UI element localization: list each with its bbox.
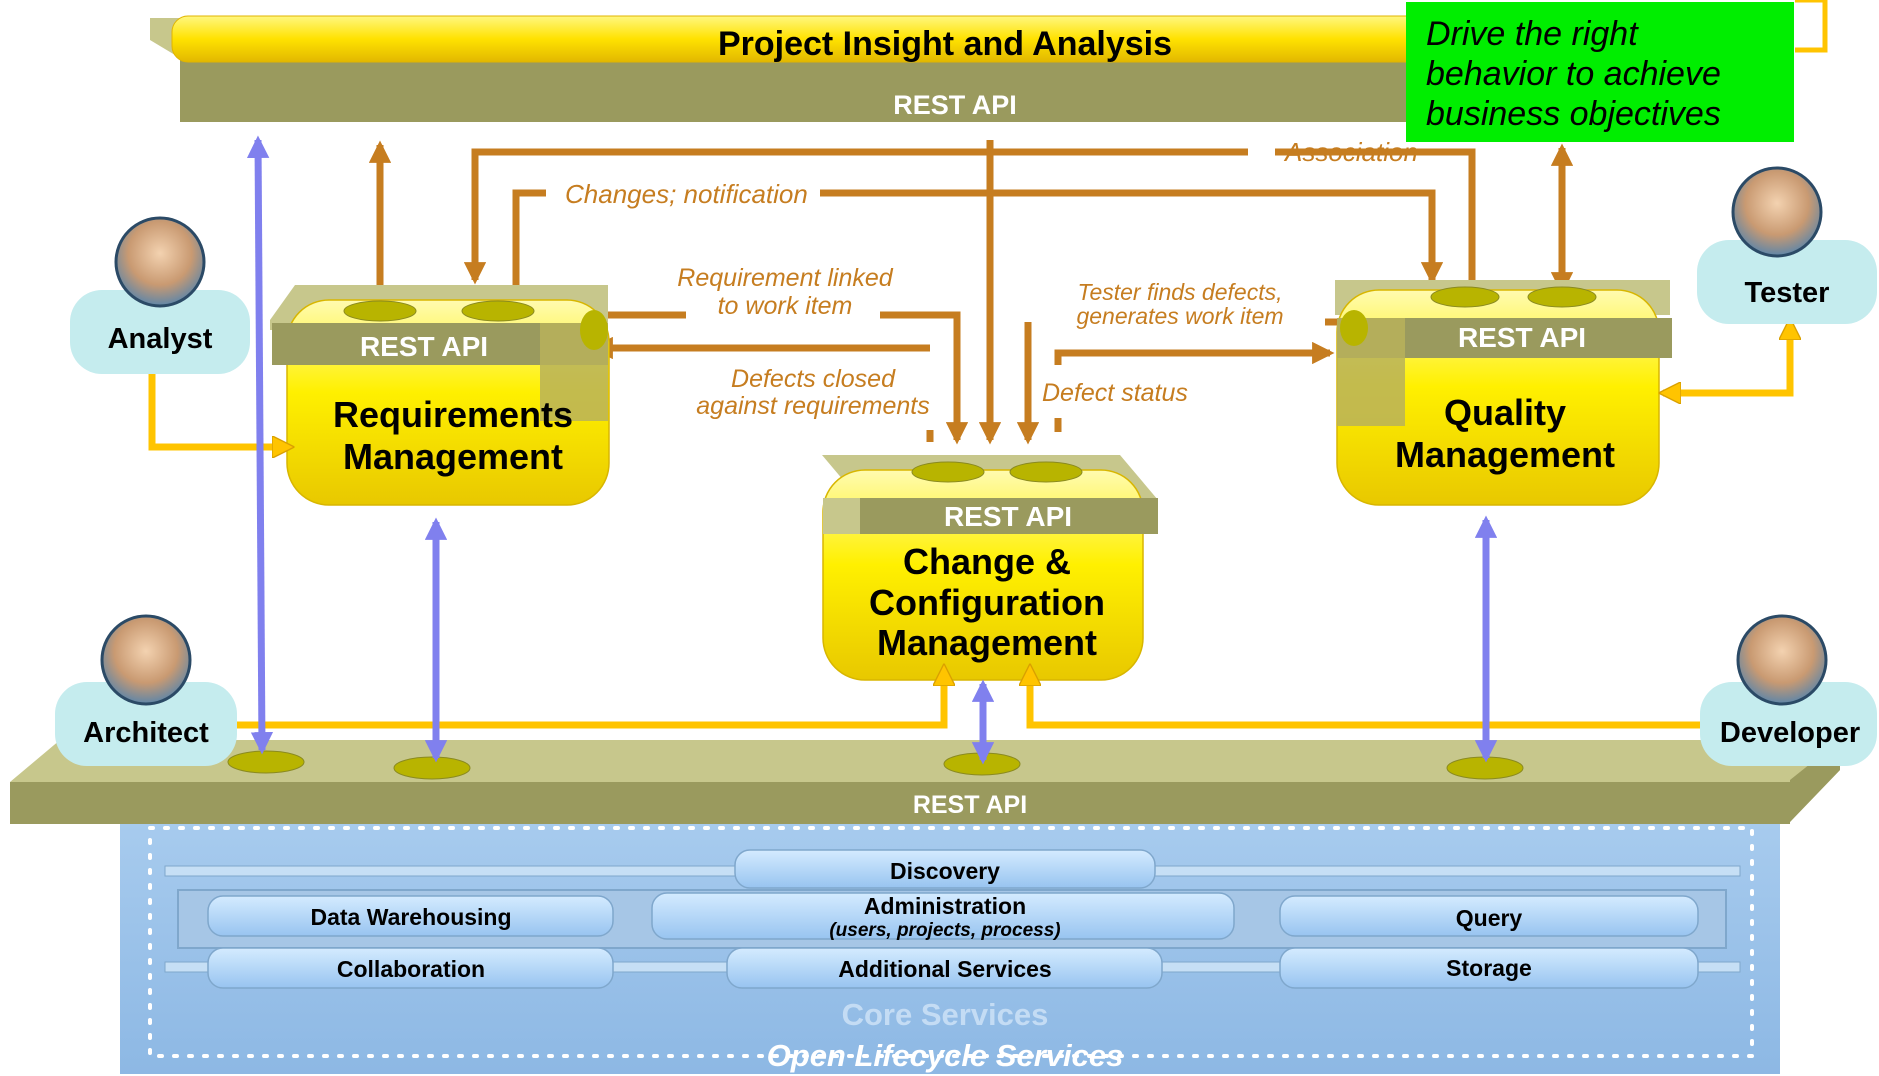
quality-rest-api: REST API bbox=[1458, 322, 1586, 353]
requirements-module: REST API Requirements Management bbox=[270, 285, 610, 506]
label-tester-finds-1: Tester finds defects, bbox=[1078, 279, 1283, 305]
core-services-label: Core Services bbox=[842, 997, 1049, 1032]
role-analyst: Analyst bbox=[70, 216, 250, 374]
service-discovery: Discovery bbox=[890, 858, 1000, 884]
label-tester-finds-2: generates work item bbox=[1076, 303, 1283, 329]
service-additional: Additional Services bbox=[838, 956, 1051, 982]
data-warehousing-pill bbox=[207, 895, 614, 937]
analyst-label: Analyst bbox=[108, 323, 213, 355]
callout-connector bbox=[1795, 0, 1828, 53]
platform-rest-api: REST API bbox=[913, 791, 1027, 819]
open-lifecycle-label: Open Lifecycle Services bbox=[767, 1038, 1124, 1073]
blue-arrows bbox=[246, 135, 1498, 765]
quality-title-line-1: Quality bbox=[1444, 392, 1566, 433]
label-defects-closed-2: against requirements bbox=[696, 392, 929, 420]
administration-pill bbox=[651, 892, 1235, 940]
label-req-linked-1: Requirement linked bbox=[677, 264, 893, 292]
objective-callout: Drive the right behavior to achieve busi… bbox=[1406, 2, 1794, 142]
label-changes-notification: Changes; notification bbox=[565, 179, 808, 209]
service-administration: Administration bbox=[864, 893, 1026, 919]
change-rest-api: REST API bbox=[944, 501, 1072, 532]
service-administration-sub: (users, projects, process) bbox=[829, 920, 1060, 941]
quality-module: REST API Quality Management bbox=[1335, 280, 1672, 506]
top-bar-rest-api: REST API bbox=[893, 90, 1017, 120]
requirements-title-line-1: Requirements bbox=[333, 394, 573, 435]
annotations: Association Changes; notification Requir… bbox=[565, 137, 1418, 420]
callout-line-2: behavior to achieve bbox=[1426, 55, 1721, 93]
requirements-title-line-2: Management bbox=[343, 436, 563, 477]
developer-avatar bbox=[1736, 614, 1828, 706]
change-title-line-3: Management bbox=[877, 622, 1097, 663]
label-association: Association bbox=[1283, 137, 1418, 167]
top-bar: Project Insight and Analysis REST API bbox=[150, 15, 1505, 122]
additional-services-pill bbox=[726, 947, 1163, 989]
quality-title-line-2: Management bbox=[1395, 434, 1615, 475]
role-tester: Tester bbox=[1697, 166, 1877, 324]
tester-avatar bbox=[1731, 166, 1823, 258]
tester-label: Tester bbox=[1745, 277, 1830, 309]
developer-label: Developer bbox=[1720, 717, 1860, 749]
service-query: Query bbox=[1456, 905, 1523, 931]
change-title-line-1: Change & bbox=[903, 541, 1071, 582]
services-panel: Discovery Data Warehousing Administratio… bbox=[120, 824, 1780, 1074]
callout-line-1: Drive the right bbox=[1426, 15, 1639, 53]
discovery-pill bbox=[734, 849, 1156, 889]
callout-line-3: business objectives bbox=[1426, 95, 1721, 133]
service-data-warehousing: Data Warehousing bbox=[310, 904, 511, 930]
change-title-line-2: Configuration bbox=[869, 582, 1105, 623]
storage-pill bbox=[1279, 947, 1699, 989]
label-defect-status: Defect status bbox=[1042, 379, 1188, 407]
architect-label: Architect bbox=[83, 717, 209, 749]
label-defects-closed-1: Defects closed bbox=[731, 365, 896, 393]
requirements-rest-api: REST API bbox=[360, 331, 488, 362]
architect-avatar bbox=[100, 614, 192, 706]
label-req-linked-2: to work item bbox=[718, 292, 853, 320]
role-architect: Architect bbox=[55, 614, 237, 766]
collaboration-pill bbox=[207, 947, 614, 989]
top-bar-title: Project Insight and Analysis bbox=[718, 25, 1172, 63]
service-storage: Storage bbox=[1446, 955, 1532, 981]
role-developer: Developer bbox=[1700, 614, 1877, 766]
query-pill bbox=[1279, 895, 1699, 937]
analyst-avatar bbox=[114, 216, 206, 308]
platform-bar: REST API bbox=[10, 740, 1840, 824]
change-config-module: REST API Change & Configuration Manageme… bbox=[822, 455, 1158, 681]
brown-arrows bbox=[368, 140, 1574, 445]
service-collaboration: Collaboration bbox=[337, 956, 485, 982]
